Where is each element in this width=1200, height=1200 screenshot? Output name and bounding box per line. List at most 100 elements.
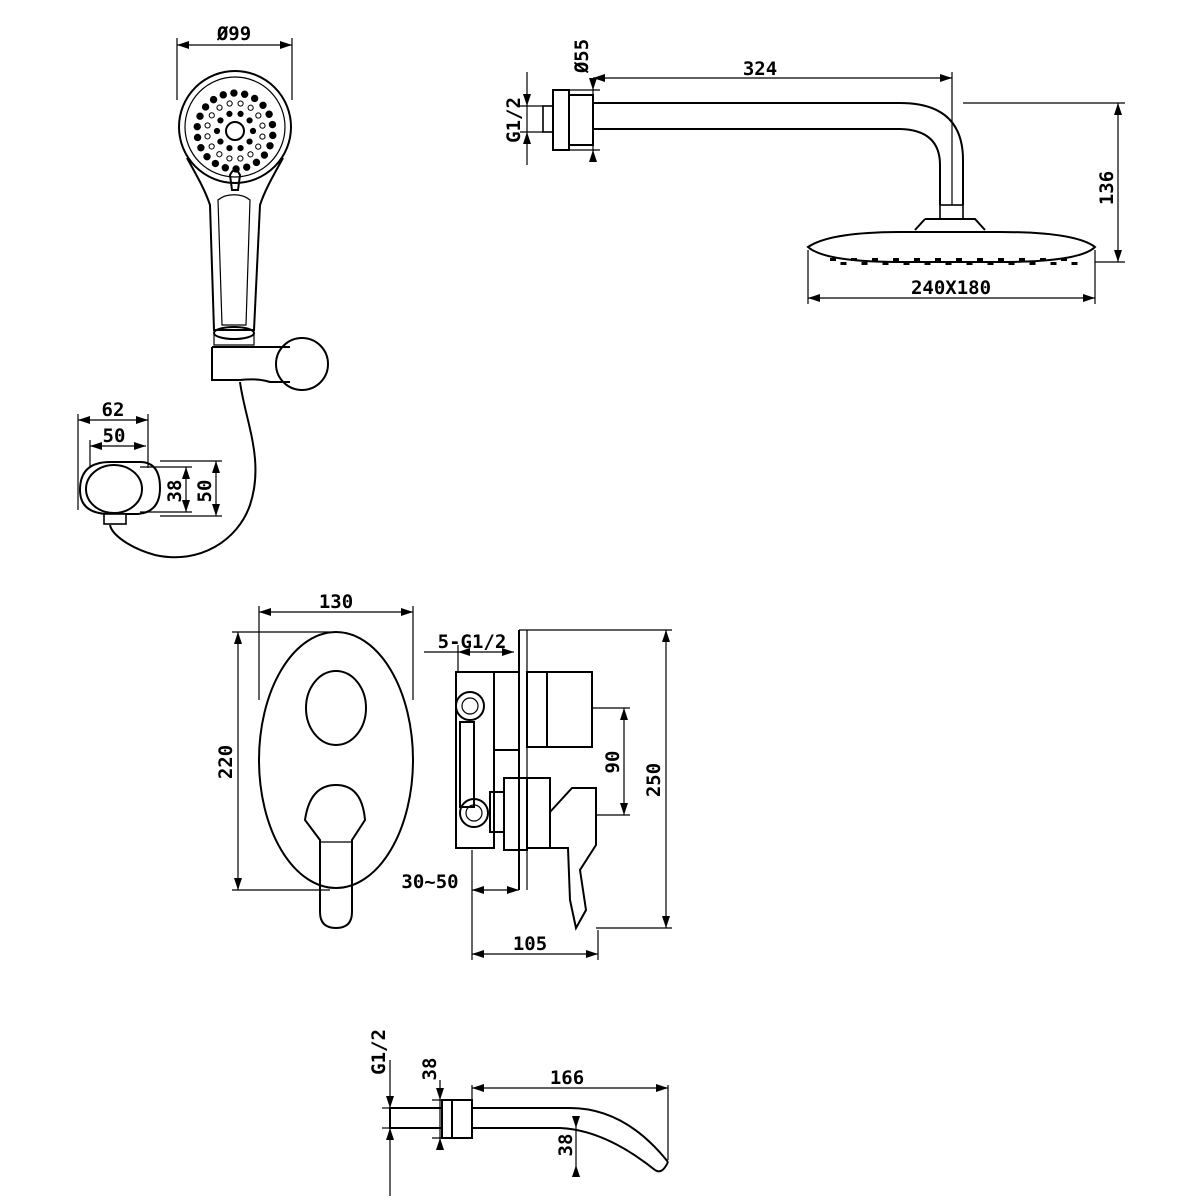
head-nozzle <box>840 262 847 265</box>
dim-head-size: 240X180 <box>911 277 991 299</box>
head-nozzle <box>1050 262 1057 265</box>
spray-hole <box>208 143 215 150</box>
head-nozzle <box>1061 258 1067 261</box>
head-nozzle <box>882 262 889 265</box>
spray-hole <box>226 155 233 162</box>
spray-hole <box>243 163 251 171</box>
spray-hole <box>247 151 254 158</box>
spray-hole <box>249 127 257 135</box>
overhead-spray-holes <box>830 258 1078 265</box>
spray-hole <box>237 145 244 152</box>
dim-overhead-thread: G1/2 <box>503 97 525 143</box>
spray-hole <box>268 120 277 129</box>
dim-spout-outlet-height: 38 <box>555 1134 577 1157</box>
spray-hole <box>250 94 259 103</box>
dim-mixer-height: 220 <box>215 745 237 779</box>
spray-hole <box>230 89 238 97</box>
spout-drawing <box>389 1099 669 1173</box>
spray-hole <box>216 151 223 158</box>
spray-hole <box>193 122 201 131</box>
spray-hole <box>226 145 233 152</box>
spray-hole <box>226 110 233 117</box>
dim-spout-thread: G1/2 <box>368 1029 390 1075</box>
dim-side-depth: 105 <box>513 933 547 955</box>
dim-arm-length: 324 <box>743 58 777 80</box>
spray-hole <box>197 144 205 152</box>
handshower-dims: Ø99 <box>176 23 293 100</box>
spray-hole <box>255 112 262 119</box>
dim-holder-height-outer: 50 <box>194 480 216 503</box>
spray-hole <box>266 142 274 150</box>
spray-hole <box>208 112 215 119</box>
spray-hole <box>216 104 223 111</box>
head-nozzle <box>1019 258 1025 261</box>
spray-hole <box>217 117 224 124</box>
handshower-drawing <box>109 70 329 559</box>
head-nozzle <box>830 258 836 261</box>
head-nozzle <box>945 262 952 265</box>
head-nozzle <box>977 258 983 261</box>
spray-hole <box>237 110 244 117</box>
head-nozzle <box>861 262 868 265</box>
head-nozzle <box>1008 262 1015 265</box>
spray-hole <box>204 133 211 140</box>
head-nozzle <box>1029 262 1036 265</box>
spray-hole <box>196 112 204 120</box>
spray-hole <box>255 143 262 150</box>
spout-dims: G1/2 38 166 38 <box>368 1029 669 1196</box>
spray-hole <box>259 101 267 110</box>
head-nozzle <box>903 262 910 265</box>
dim-holder-width-outer: 62 <box>102 399 125 421</box>
spray-hole <box>213 127 221 135</box>
spray-hole <box>237 100 244 107</box>
spray-hole <box>247 104 254 111</box>
spray-holes <box>193 89 277 173</box>
dim-spout-length: 166 <box>550 1067 584 1089</box>
head-nozzle <box>1040 258 1046 261</box>
dim-side-height: 250 <box>643 763 665 797</box>
head-nozzle <box>851 258 857 261</box>
mixer-front-dims: 130 220 <box>215 591 414 891</box>
dim-flange-diameter: Ø55 <box>571 39 593 74</box>
spray-hole <box>203 152 211 161</box>
spray-hole <box>246 117 253 124</box>
spray-hole <box>201 103 210 111</box>
spray-hole <box>204 122 211 129</box>
dim-handshower-diameter: Ø99 <box>216 23 251 45</box>
head-nozzle <box>924 262 931 265</box>
holder-drawing <box>78 461 162 525</box>
head-nozzle <box>956 258 962 261</box>
spray-hole <box>217 138 224 145</box>
dim-side-thread: 5-G1/2 <box>438 631 507 653</box>
head-nozzle <box>987 262 994 265</box>
head-nozzle <box>935 258 941 261</box>
spray-hole <box>269 131 277 140</box>
spray-hole <box>259 122 266 129</box>
spray-hole <box>209 95 218 104</box>
spray-hole <box>246 138 253 145</box>
head-nozzle <box>1071 262 1078 265</box>
spray-hole <box>221 164 230 172</box>
spray-hole <box>265 110 273 118</box>
head-nozzle <box>914 258 920 261</box>
spray-hole <box>193 133 202 142</box>
head-nozzle <box>966 262 973 265</box>
dim-drop-height: 136 <box>1096 171 1118 205</box>
holder-dims: 62 50 38 50 <box>77 399 222 517</box>
head-nozzle <box>998 258 1004 261</box>
dim-holder-width-inner: 50 <box>103 425 126 447</box>
dim-mixer-width: 130 <box>319 591 353 613</box>
dim-spout-flange-height: 38 <box>419 1058 441 1081</box>
spray-hole <box>259 133 266 140</box>
spray-hole <box>226 100 233 107</box>
spray-hole <box>252 158 261 167</box>
dim-holder-height-inner: 38 <box>164 480 186 503</box>
mixer-side-dims: 5-G1/2 250 90 30~50 105 <box>401 629 672 960</box>
spray-hole <box>211 159 220 168</box>
overhead-dims: Ø55 G1/2 324 136 240X180 <box>503 39 1125 304</box>
mixer-side-drawing <box>455 630 597 931</box>
spray-hole <box>260 151 269 159</box>
spray-hole <box>237 155 244 162</box>
head-nozzle <box>893 258 899 261</box>
